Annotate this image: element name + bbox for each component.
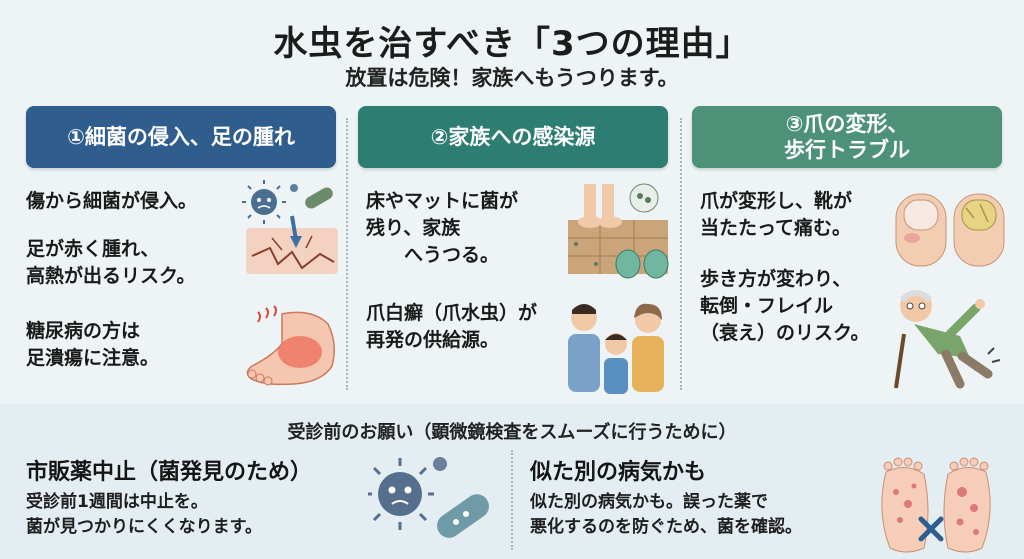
falling-elder-icon [894, 290, 1001, 389]
reason-1-text-3: 糖尿病の方は 足潰瘍に注意。 [26, 320, 160, 369]
request-divider [511, 450, 513, 550]
reason-heading-1: ①細菌の侵入、足の腫れ [26, 106, 336, 168]
page-subtitle: 放置は危険！家族へもうつります。 [345, 66, 679, 90]
reason-2-text-1: 床やマットに菌が 残り、家族 へうつる。 [366, 190, 519, 266]
reason-1-text-1: 傷から細菌が侵入。 [26, 190, 198, 212]
reason-3-text-1: 爪が変形し、靴が 当たたって痛む。 [700, 190, 853, 239]
reason-3-text-2: 歩き方が変わり、 転倒・フレイル （衰え）のリスク。 [700, 268, 870, 344]
bacteria-icon [242, 180, 338, 274]
germ-icon [368, 457, 489, 538]
request-title: 受診前のお願い（顕微鏡検査をスムーズに行うために） [287, 422, 737, 443]
page-title: 水虫を治すべき「3つの理由」 [273, 24, 751, 64]
stop-medicine-heading: 市販薬中止（菌発見のため） [26, 460, 313, 485]
reason-heading-3: ③爪の変形、 歩行トラブル [692, 106, 1002, 168]
rash-feet-icon [881, 457, 991, 553]
slippers-icon [615, 249, 669, 279]
reason-card-3: ③爪の変形、 歩行トラブル 爪が変形し、靴が 当たたって痛む。 歩き方が変わり、… [686, 106, 1006, 396]
swollen-foot-icon [246, 305, 335, 386]
nail-icon [895, 193, 1005, 267]
reason-card-2: ②家族への感染源 床やマットに菌が 残り、家族 へうつる。 爪白癬（爪水虫）が … [352, 106, 672, 396]
column-divider [680, 118, 682, 390]
cross-mark-icon [918, 516, 944, 542]
similar-disease-text: 似た別の病気かも。誤った薬で 悪化するのを防ぐため、菌を確認。 [530, 492, 802, 537]
reason-1-text-2: 足が赤く腫れ、 高熱が出るリスク。 [26, 238, 196, 287]
reason-heading-2: ②家族への感染源 [358, 106, 668, 168]
reason-card-1: ①細菌の侵入、足の腫れ 傷から細菌が侵入。 足が赤く腫れ、 高熱が出るリスク。 … [20, 106, 340, 396]
similar-disease-heading: 似た別の病気かも [530, 460, 707, 485]
family-icon [568, 303, 664, 394]
stop-medicine-text: 受診前1週間は中止を。 菌が見つかりにくくなります。 [26, 492, 262, 537]
column-divider [346, 118, 348, 390]
reason-2-text-2: 爪白癬（爪水虫）が 再発の供給源。 [366, 302, 538, 351]
